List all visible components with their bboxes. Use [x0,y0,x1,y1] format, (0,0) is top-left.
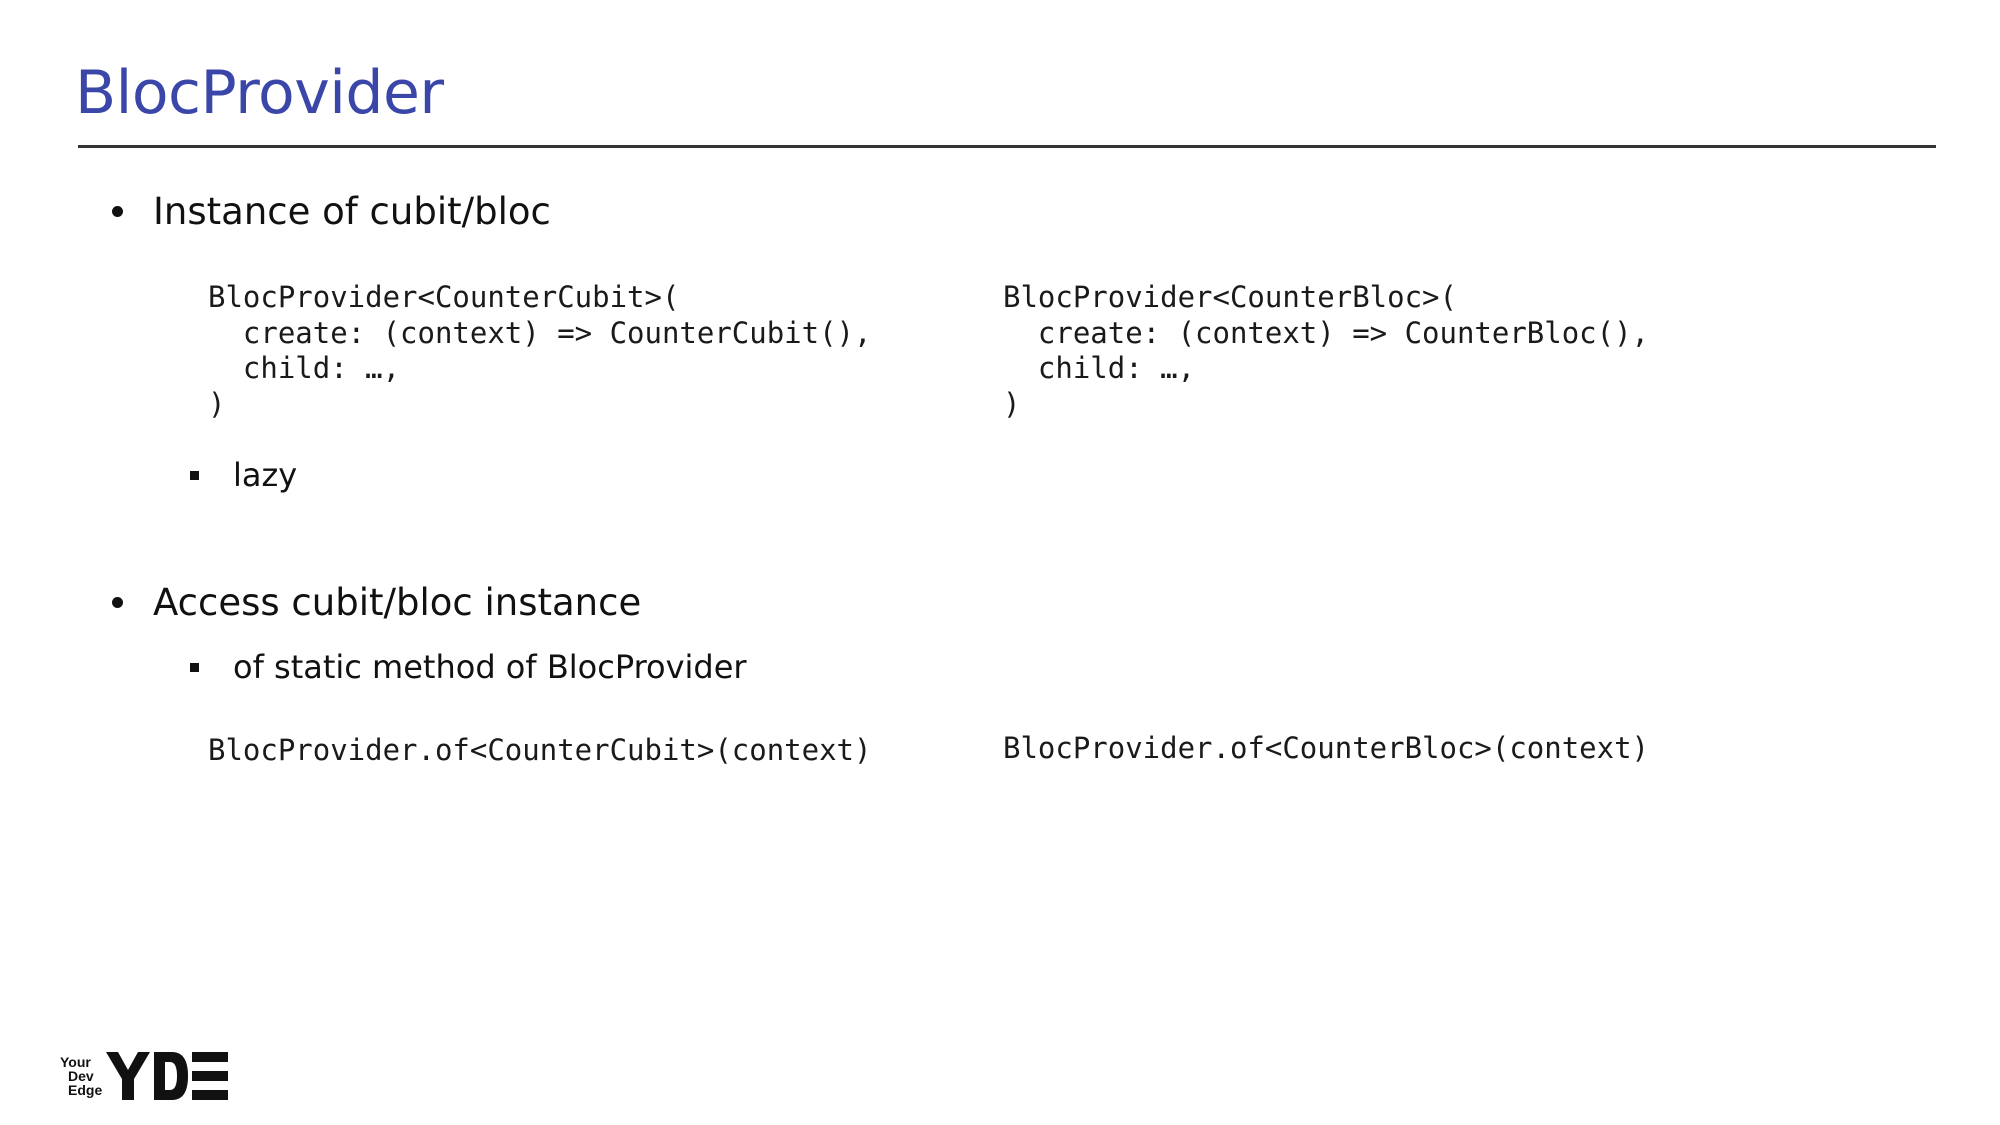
code-bloc-provider: BlocProvider<CounterBloc>( create: (cont… [1003,280,1650,421]
sub-bullet-of-static-text: of static method of BlocProvider [233,648,747,686]
sub-bullet-of-static: of static method of BlocProvider [190,648,747,686]
bullet-dot-icon [112,206,123,217]
bullet-access: Access cubit/bloc instance [112,581,641,624]
code-bloc-of: BlocProvider.of<CounterBloc>(context) [1003,731,1650,765]
logo-line-your: Your [60,1054,91,1070]
yde-logo: Your Dev Edge [60,1052,229,1100]
slide-title: BlocProvider [75,58,444,128]
logo-line-edge: Edge [68,1082,103,1098]
bullet-dot-icon [112,597,123,608]
bullet-instance-text: Instance of cubit/bloc [153,190,551,233]
code-cubit-provider: BlocProvider<CounterCubit>( create: (con… [208,280,872,421]
logo-wordmark: Your Dev Edge [60,1055,102,1097]
sub-bullet-square-icon [190,470,199,480]
sub-bullet-lazy-text: lazy [233,456,298,494]
yde-mark-icon [106,1052,229,1100]
code-cubit-of: BlocProvider.of<CounterCubit>(context) [208,733,872,767]
bullet-access-text: Access cubit/bloc instance [153,581,642,624]
logo-line-dev: Dev [68,1068,94,1084]
bullet-instance: Instance of cubit/bloc [112,190,551,233]
sub-bullet-lazy: lazy [190,456,297,494]
sub-bullet-square-icon [190,662,199,672]
title-divider [78,145,1936,148]
